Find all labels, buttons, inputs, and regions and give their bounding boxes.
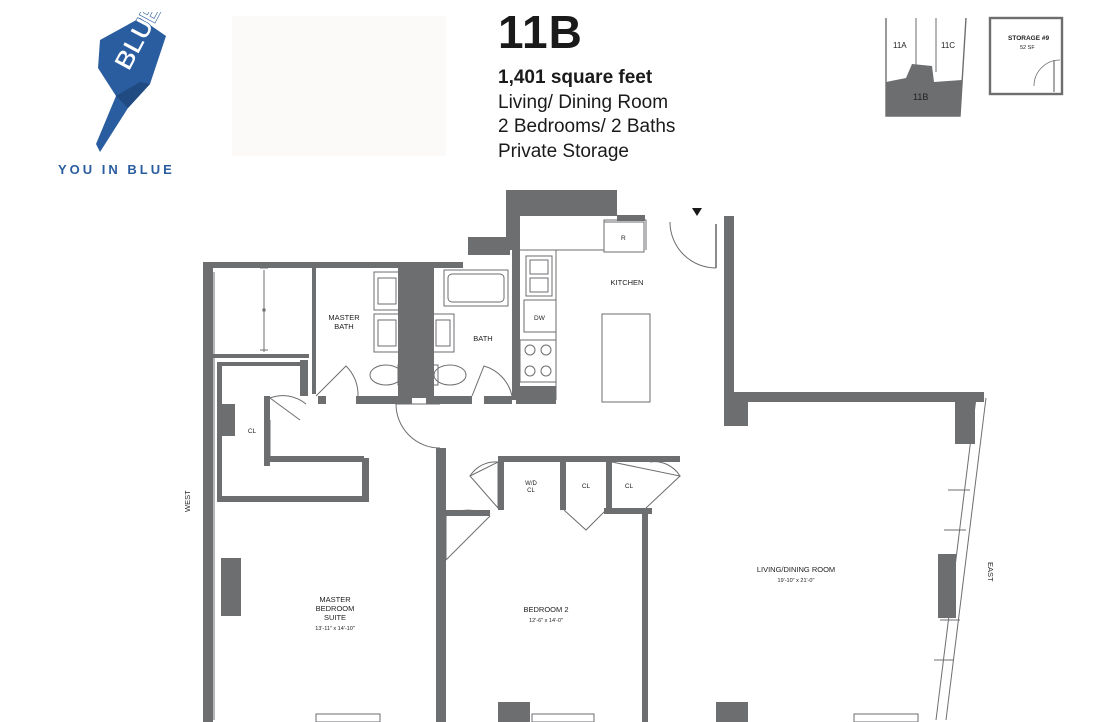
room-closet: CL	[248, 428, 257, 435]
storage-plan: STORAGE #9 52 SF	[988, 16, 1064, 96]
room-master-bedroom-dims: 13'-11" x 14'-10"	[315, 626, 355, 632]
unit-info: 1,401 square feet Living/ Dining Room 2 …	[498, 66, 675, 164]
key-plan-unit-11a: 11A	[893, 41, 907, 50]
room-master-bedroom-l1: MASTER	[319, 595, 351, 604]
entry-marker-icon	[692, 208, 702, 216]
room-wd-closet-l1: W/D	[525, 481, 537, 487]
room-bath: BATH	[473, 334, 492, 343]
unit-feature-storage: Private Storage	[498, 140, 629, 162]
floor-plan-walls	[203, 190, 984, 722]
unit-feature-living: Living/ Dining Room	[498, 91, 669, 113]
storage-title: STORAGE #9	[1008, 35, 1049, 42]
room-closet-3: CL	[625, 483, 634, 490]
key-plan: 11A 11C 11B	[885, 17, 967, 117]
logo-mark	[96, 18, 166, 152]
room-living-dining: LIVING/DINING ROOM	[757, 565, 835, 574]
key-plan-unit-11b: 11B	[913, 92, 928, 102]
appliance-dishwasher: DW	[534, 315, 546, 322]
room-master-bedroom-l3: SUITE	[324, 613, 346, 622]
room-living-dining-dims: 19'-10" x 21'-0"	[778, 578, 815, 584]
room-bedroom-2: BEDROOM 2	[523, 605, 568, 614]
compass-west: WEST	[183, 490, 192, 512]
key-plan-unit-highlight	[886, 64, 962, 116]
unit-square-feet: 1,401 square feet	[498, 67, 653, 88]
room-bedroom-2-dims: 12'-6" x 14'-0"	[529, 618, 563, 624]
floor-plan-details	[207, 219, 987, 722]
unit-title: 11B	[498, 6, 583, 58]
image-placeholder-panel	[232, 16, 446, 156]
room-closet-2: CL	[582, 483, 591, 490]
room-kitchen: KITCHEN	[611, 278, 644, 287]
appliance-refrigerator: R	[621, 235, 626, 242]
storage-size: 52 SF	[1020, 45, 1035, 51]
logo-caption: YOU IN BLUE	[58, 162, 175, 177]
room-wd-closet-l2: CL	[527, 488, 535, 494]
room-master-bedroom-l2: BEDROOM	[316, 604, 355, 613]
compass-east: EAST	[986, 562, 995, 582]
key-plan-unit-11c: 11C	[941, 41, 955, 50]
unit-feature-bedrooms: 2 Bedrooms/ 2 Baths	[498, 116, 676, 137]
you-in-blue-logo: BLUE	[96, 12, 168, 152]
room-master-bath-l1: MASTER	[328, 313, 360, 322]
room-master-bath-l2: BATH	[334, 322, 353, 331]
